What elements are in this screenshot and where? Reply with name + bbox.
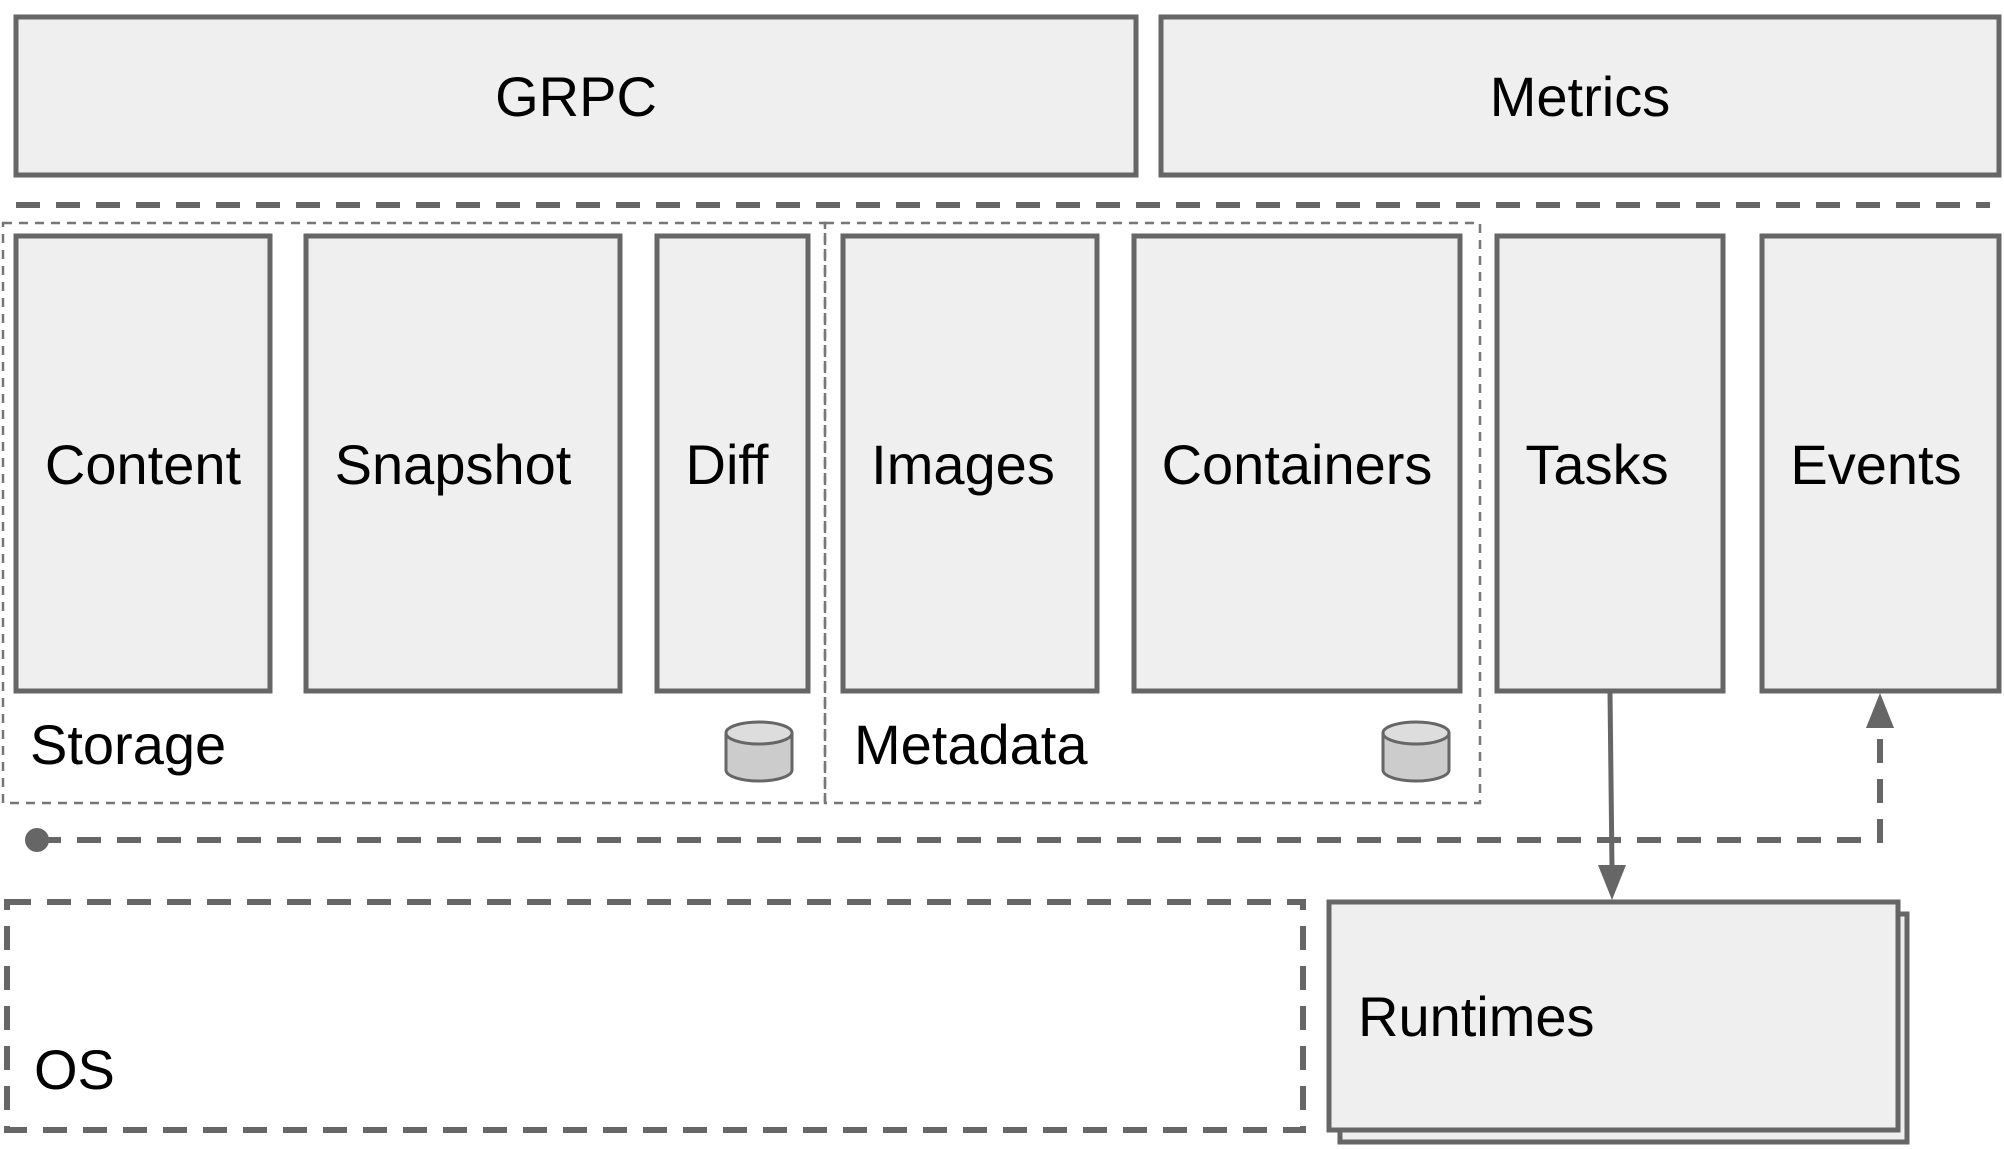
diff-label: Diff	[686, 433, 769, 496]
storage-group: Content Snapshot Diff Storage	[1, 221, 827, 805]
tasks-to-runtimes-arrow	[1607, 691, 1615, 869]
snapshot-block: Snapshot	[303, 233, 623, 694]
diff-block: Diff	[654, 233, 811, 694]
events-arrowhead	[1866, 693, 1894, 728]
content-label: Content	[45, 433, 242, 496]
os-group-border	[4, 899, 1306, 1133]
database-icon	[724, 720, 794, 783]
metadata-group-border	[823, 221, 1482, 805]
events-block: Events	[1759, 233, 2002, 694]
metadata-group: Images Containers Metadata	[823, 221, 1482, 805]
containers-label: Containers	[1162, 433, 1433, 496]
os-group: OS	[4, 899, 1306, 1133]
images-label: Images	[871, 433, 1055, 496]
os-label: OS	[34, 1038, 115, 1101]
content-block: Content	[13, 233, 273, 694]
containers-block: Containers	[1131, 233, 1463, 694]
runtimes-label: Runtimes	[1358, 985, 1595, 1048]
event-bus-line	[37, 730, 1883, 843]
tasks-label: Tasks	[1525, 433, 1668, 496]
tasks-block: Tasks	[1494, 233, 1726, 694]
grpc-label: GRPC	[495, 65, 657, 128]
images-block: Images	[840, 233, 1100, 694]
storage-label: Storage	[30, 713, 226, 776]
runtimes-arrowhead	[1598, 865, 1626, 900]
metadata-label: Metadata	[854, 713, 1088, 776]
runtimes-block: Runtimes	[1326, 899, 1910, 1145]
snapshot-label: Snapshot	[335, 433, 572, 496]
metrics-label: Metrics	[1490, 65, 1670, 128]
events-label: Events	[1790, 433, 1961, 496]
metrics-block: Metrics	[1158, 14, 2002, 178]
database-icon	[1381, 720, 1451, 783]
grpc-block: GRPC	[13, 14, 1139, 178]
